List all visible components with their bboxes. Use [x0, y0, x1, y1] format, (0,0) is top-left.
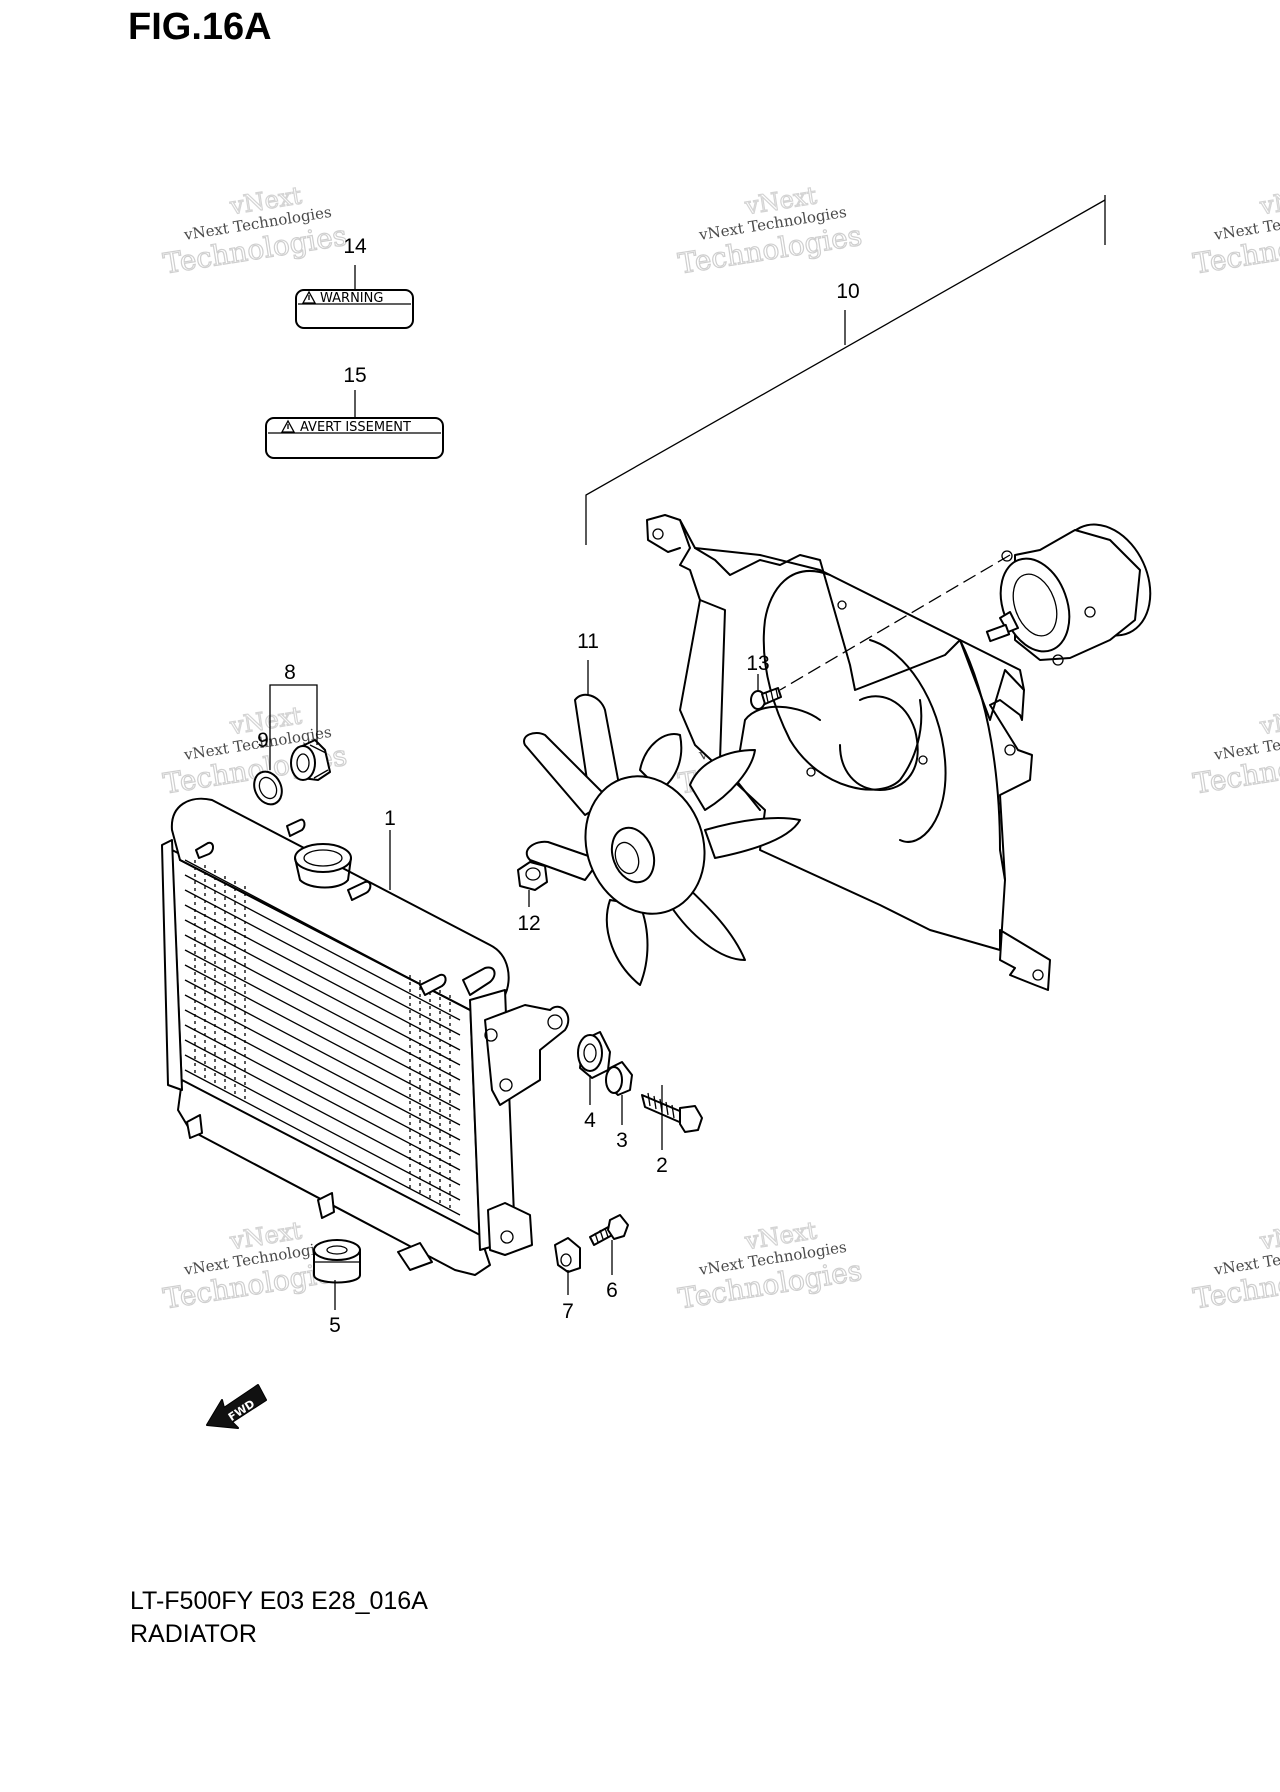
callout-8: 8: [284, 661, 296, 684]
callout-12: 12: [517, 912, 540, 935]
assembly-bracket-10: [585, 195, 1106, 545]
fwd-arrow-icon: FWD: [206, 1384, 267, 1429]
bolt-2: [641, 1092, 703, 1133]
radiator-fins: [184, 859, 461, 1216]
mount-rubber-5: [313, 1239, 361, 1284]
leader-lines: [334, 660, 759, 1310]
leader-8: [269, 684, 318, 745]
model-code: LT-F500FY E03 E28_016A: [130, 1587, 428, 1615]
fan-motor: [779, 523, 1152, 691]
callout-numbers: 1 2 3 4 5 6 7 8 9 10 11 12 13 14 15: [257, 235, 860, 1337]
o-ring-9: [253, 770, 283, 806]
watermark-vnext: vNext: [1257, 181, 1280, 220]
grommet-4: [577, 1031, 611, 1079]
radiator: [161, 797, 570, 1276]
callout-9: 9: [257, 729, 269, 752]
watermark-vnext: vNext: [1257, 1216, 1280, 1255]
callout-6: 6: [606, 1279, 618, 1302]
callout-13: 13: [746, 652, 769, 675]
warning-triangle-icon: [280, 419, 296, 433]
callout-10: 10: [836, 280, 859, 303]
fan-shroud: [646, 514, 1051, 991]
nut-12: [517, 861, 548, 891]
callout-14: 14: [343, 235, 367, 258]
clip-nut-7: [554, 1237, 581, 1273]
figure-title: FIG.16A: [128, 6, 272, 48]
section-name: RADIATOR: [130, 1620, 257, 1648]
fan-blade: [523, 693, 801, 986]
callout-11: 11: [577, 630, 599, 653]
warning-triangle-icon: [301, 290, 317, 304]
callout-4: 4: [584, 1109, 596, 1132]
bolt-6: [589, 1214, 629, 1246]
callout-1: 1: [384, 807, 396, 830]
callout-2: 2: [656, 1154, 668, 1177]
avertissement-label-part: AVERT ISSEMENT: [265, 390, 444, 459]
warning-label-text: WARNING: [320, 291, 383, 306]
callout-5: 5: [329, 1314, 341, 1337]
avertissement-label-text: AVERT ISSEMENT: [300, 420, 411, 435]
callout-3: 3: [616, 1129, 628, 1152]
warning-label-part: WARNING: [295, 265, 414, 329]
pressure-cap-8: [290, 739, 331, 781]
collar-3: [605, 1061, 633, 1096]
callout-7: 7: [562, 1300, 574, 1323]
screw-13: [750, 687, 782, 710]
callout-15: 15: [343, 364, 366, 387]
watermark-vnext: vNext: [1257, 701, 1280, 740]
